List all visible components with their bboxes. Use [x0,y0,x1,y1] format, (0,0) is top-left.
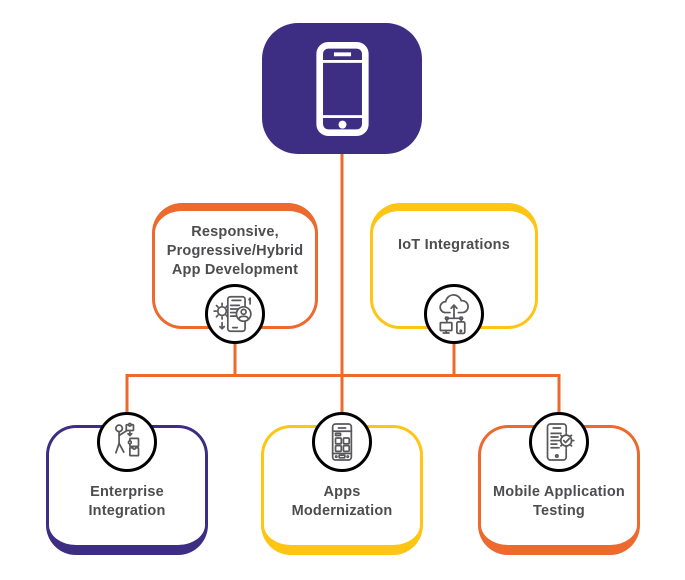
label-line: Modernization [291,503,393,519]
mobile-apps-grid-icon [331,423,353,461]
badge-iot [424,284,484,344]
mobile-gear-check-icon [546,423,575,461]
label-line: Integration [88,503,166,519]
label-line: Testing [533,503,585,519]
node-label: Enterprise Integration [49,483,205,521]
badge-testing [529,412,589,472]
smartphone-icon [315,41,369,136]
label-line: App Development [171,262,299,278]
badge-apps [312,412,372,472]
mobile-user-profile-icon [213,295,252,333]
cloud-connected-devices-icon [439,294,469,335]
label-line: Progressive/Hybrid [166,243,304,259]
badge-enterprise [97,412,157,472]
label-line: IoT Integrations [398,237,510,253]
person-puzzle-icon [114,422,140,457]
label-line: Apps [323,484,361,500]
node-label: Mobile Application Testing [481,483,637,521]
root-node-mobile [262,23,422,154]
node-label: IoT Integrations [373,236,535,255]
label-line: Responsive, [191,224,279,240]
node-label: Apps Modernization [264,483,420,521]
node-label: Responsive, Progressive/Hybrid App Devel… [155,223,315,280]
label-line: Enterprise [90,484,164,500]
label-line: Mobile Application [493,484,625,500]
badge-responsive [205,284,265,344]
